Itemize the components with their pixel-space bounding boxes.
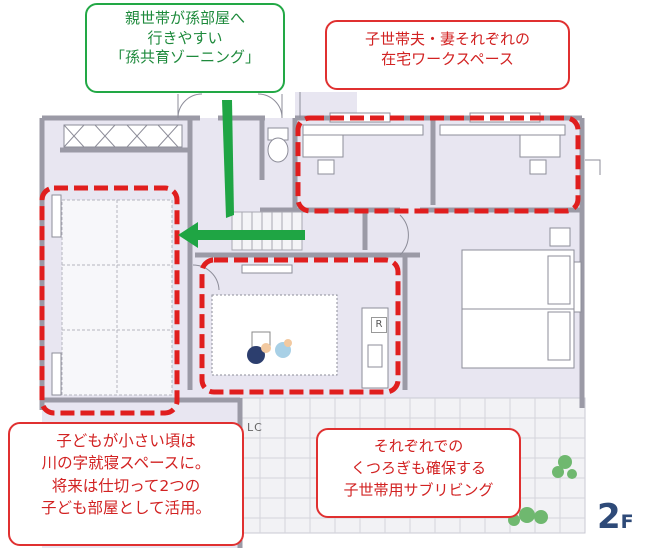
- toilet: [267, 127, 289, 163]
- callout-line: それぞれでの: [373, 437, 464, 455]
- children-figures: [247, 331, 292, 364]
- bedroom-side-furniture: [549, 227, 571, 247]
- floor-label: 2F: [597, 500, 634, 534]
- work-desks: [302, 124, 566, 175]
- closet: [63, 124, 183, 148]
- callout-line: 行きやすい: [147, 28, 223, 47]
- callout-grandchild-zoning: 親世帯が孫部屋へ 行きやすい 「孫共育ゾーニング」: [85, 3, 285, 93]
- access-arrow: [178, 100, 305, 248]
- sub-living-furniture: [211, 264, 389, 389]
- zone-outlines: [39, 115, 581, 416]
- callout-line: 将来は仕切って2つの: [51, 476, 201, 495]
- zone-kids-room: [39, 185, 180, 416]
- callout-line: くつろぎも確保する: [350, 458, 486, 477]
- callout-line: 子世帯夫・妻それぞれの: [364, 30, 530, 48]
- callout-line: 「孫共育ゾーニング」: [109, 48, 260, 66]
- callout-line: 親世帯が孫部屋へ: [124, 9, 245, 27]
- refrigerator-label: R: [371, 317, 387, 333]
- zone-work-spaces: [295, 115, 581, 214]
- floor-number: 2: [597, 497, 621, 537]
- callout-work-space: 子世帯夫・妻それぞれの 在宅ワークスペース: [325, 20, 570, 90]
- zone-sub-living: [199, 257, 401, 395]
- doors: [177, 92, 601, 291]
- linen-closet-label: LC: [247, 421, 263, 434]
- callout-line: 子世帯用サブリビング: [343, 480, 494, 499]
- callout-line: 在宅ワークスペース: [381, 49, 514, 68]
- floor-unit: F: [620, 511, 634, 533]
- callout-sub-living: それぞれでの くつろぎも確保する 子世帯用サブリビング: [316, 428, 521, 518]
- callout-kids-room: 子どもが小さい頃は 川の字就寝スペースに。 将来は仕切って2つの 子ども部屋とし…: [8, 422, 244, 546]
- callout-line: 子どもが小さい頃は: [56, 432, 196, 450]
- callout-line: 子ども部屋として活用。: [40, 499, 212, 518]
- futon-bedding: [61, 199, 173, 396]
- callout-line: 川の字就寝スペースに。: [41, 454, 211, 473]
- bed: [461, 249, 575, 369]
